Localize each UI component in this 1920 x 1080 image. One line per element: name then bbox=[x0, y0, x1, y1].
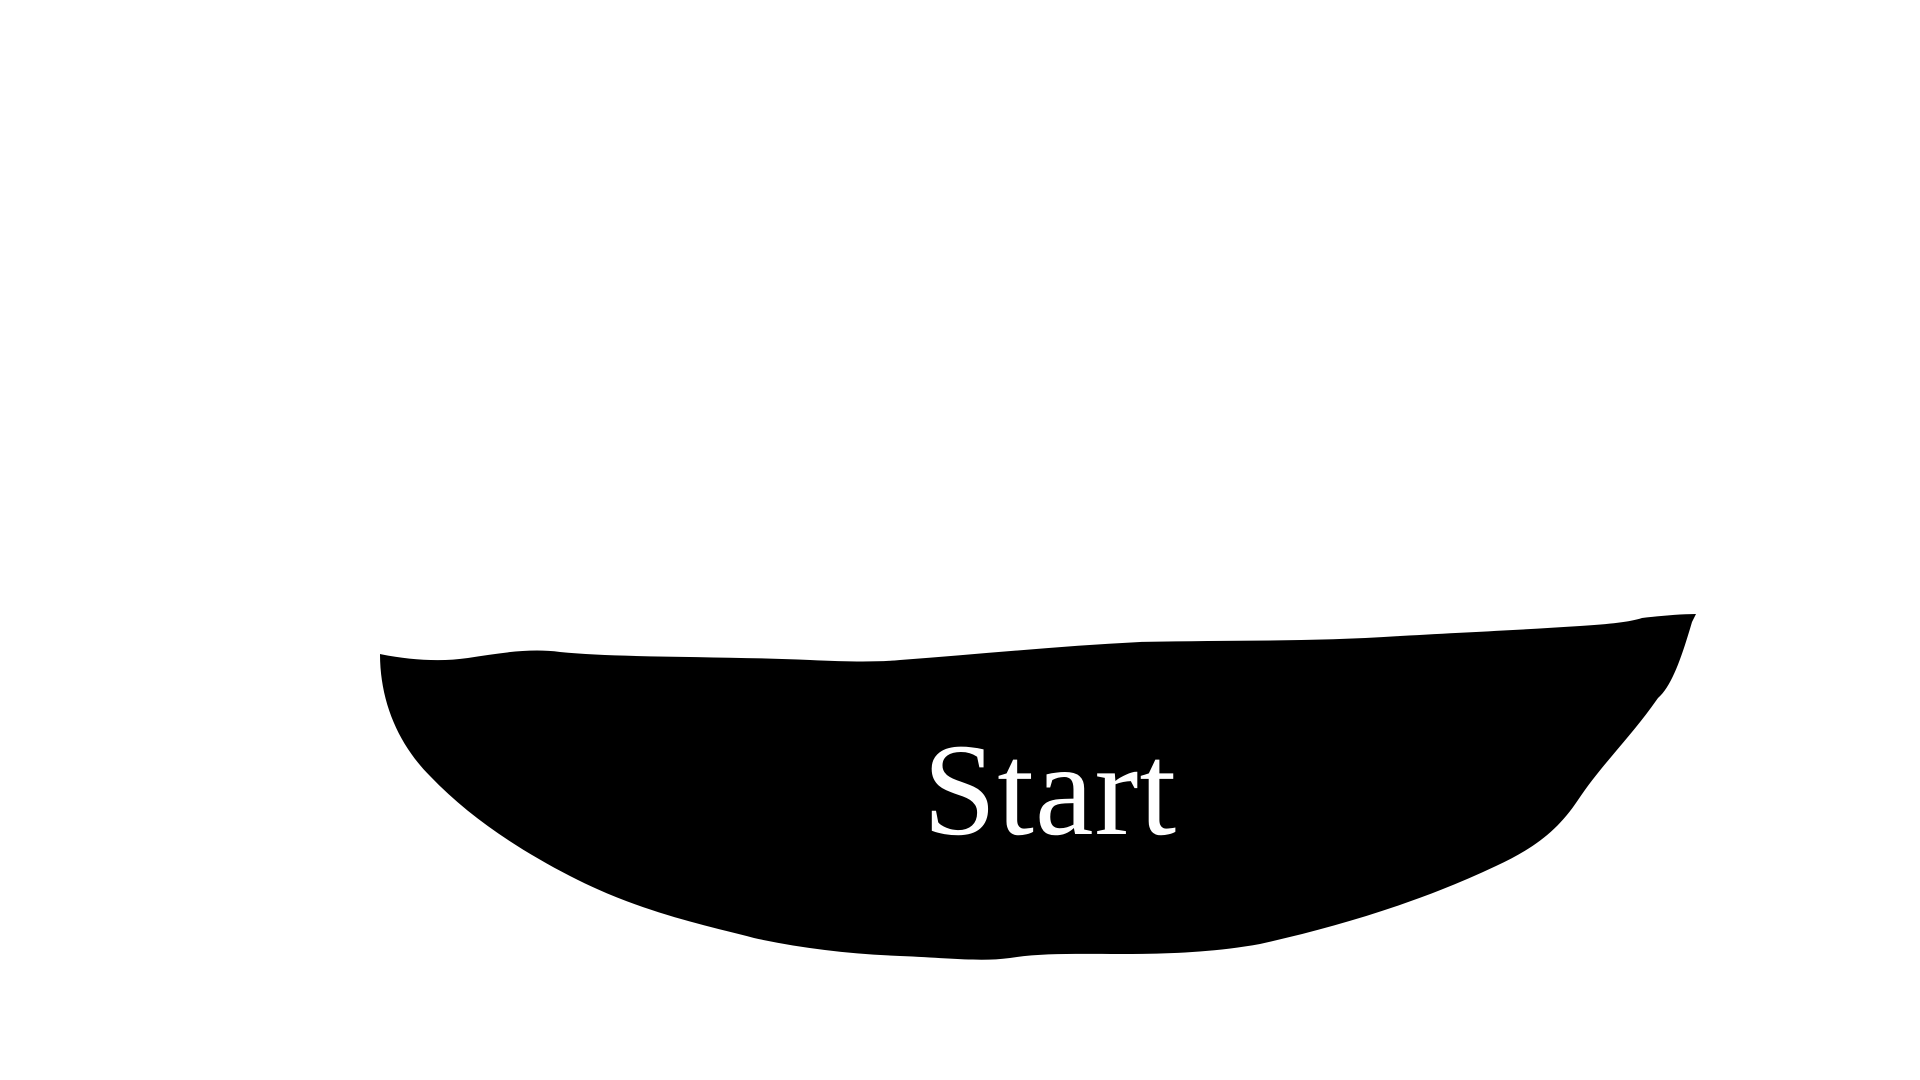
start-button-shape[interactable] bbox=[380, 614, 1696, 960]
start-button[interactable]: Start bbox=[380, 614, 1696, 960]
